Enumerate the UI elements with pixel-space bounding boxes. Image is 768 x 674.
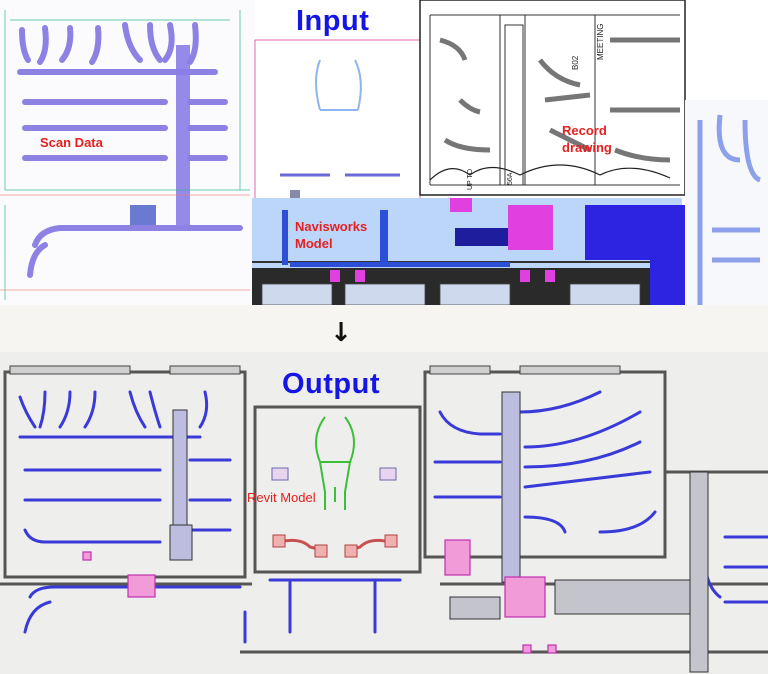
input-composite-drawing: MEETING B02 UP TO 56A	[0, 0, 768, 305]
scan-main-duct	[176, 45, 190, 225]
record-drawing-label: Record drawing	[562, 123, 612, 155]
record-drawing-region: MEETING B02 UP TO 56A	[419, 0, 686, 196]
record-text-upto: UP TO	[467, 168, 474, 190]
record-text-b02: B02	[571, 55, 580, 70]
revit-model-plan	[0, 365, 768, 673]
input-panel: MEETING B02 UP TO 56A	[0, 0, 768, 305]
room-left-wall	[3, 370, 247, 579]
navisworks-region	[252, 198, 685, 305]
right-scan-strip	[685, 100, 768, 305]
input-heading: Input	[296, 5, 370, 37]
revit-model-label: Revit Model	[247, 490, 316, 505]
room-center-wall	[253, 405, 422, 574]
scan-data-region	[0, 0, 255, 305]
down-arrow-icon: ↓	[330, 318, 352, 348]
output-heading: Output	[282, 368, 381, 400]
record-text-meeting: MEETING	[596, 24, 605, 60]
navisworks-model-label: Navisworks Model	[295, 219, 368, 251]
scan-data-label: Scan Data	[40, 135, 103, 150]
record-text-56a: 56A	[507, 172, 514, 185]
output-panel: Output Revit Model	[0, 352, 768, 674]
center-drawing-region	[254, 39, 421, 201]
